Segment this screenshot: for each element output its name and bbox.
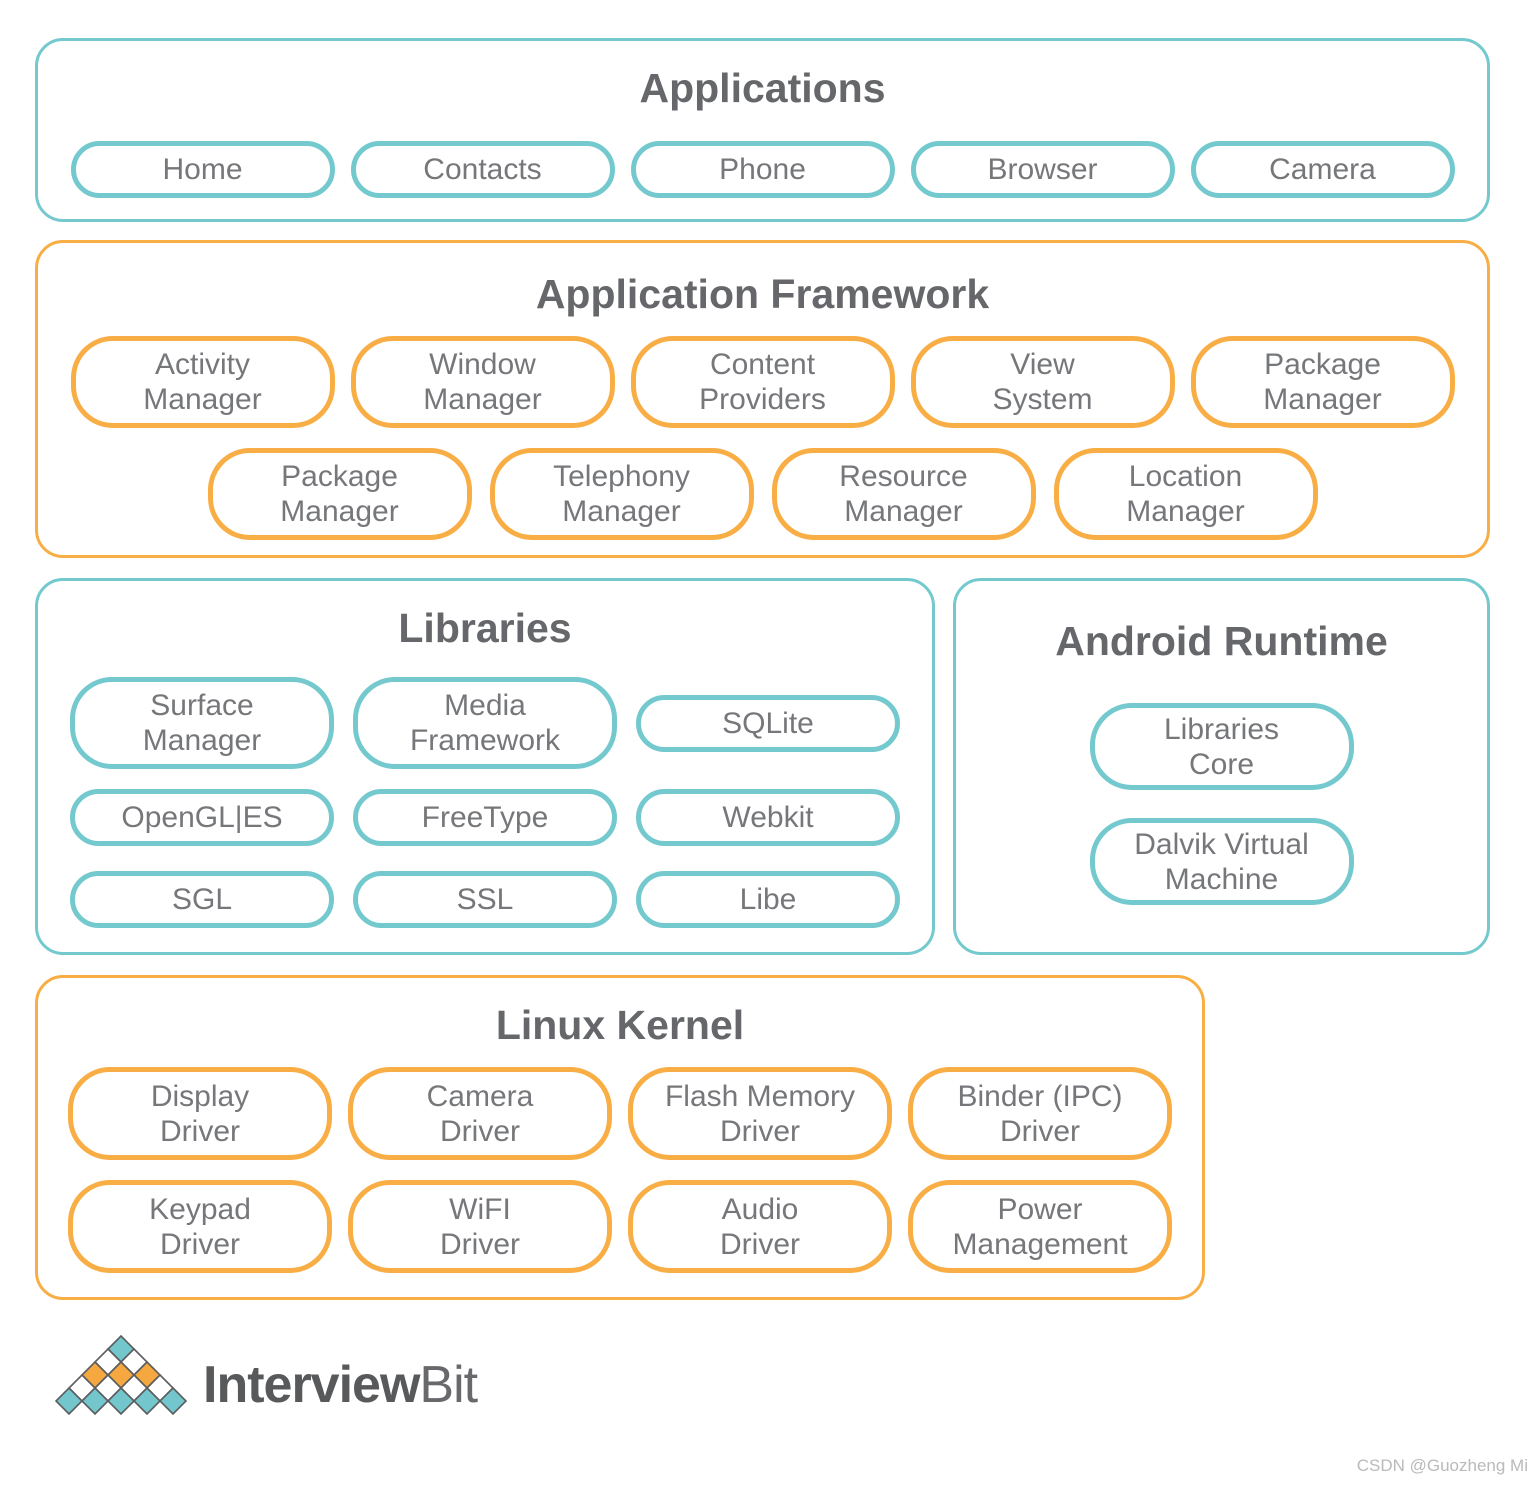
applications-pill-row: Home Contacts Phone Browser Camera [38, 141, 1487, 198]
libraries-row-2: OpenGL|ES FreeType Webkit [38, 789, 932, 846]
pill-contacts: Contacts [350, 141, 615, 198]
pill-sqlite: SQLite [636, 694, 900, 752]
applications-title: Applications [639, 65, 886, 111]
interviewbit-pyramid-icon [55, 1334, 187, 1416]
pill-browser: Browser [910, 141, 1175, 198]
pill-phone-label: Phone [719, 153, 806, 186]
interviewbit-wordmark: InterviewBit [203, 1355, 478, 1415]
interviewbit-logo: InterviewBit [55, 1333, 478, 1419]
pill-home-label: Home [162, 153, 243, 186]
pill-home: Home [70, 141, 335, 198]
brand-bold: Interview [203, 1356, 420, 1414]
pill-phone: Phone [630, 141, 895, 198]
pill-webkit: Webkit [636, 789, 900, 846]
pill-binder-ipc-driver: Binder (IPC)Driver [908, 1067, 1172, 1160]
application-framework-title: Application Framework [535, 271, 990, 317]
libraries-title: Libraries [398, 605, 572, 651]
pill-camera: Camera [1190, 141, 1455, 198]
pill-libe: Libe [636, 871, 900, 928]
libraries-row-3: SGL SSL Libe [38, 871, 932, 928]
pill-sgl: SGL [70, 871, 334, 928]
linux-kernel-title: Linux Kernel [495, 1002, 745, 1048]
csdn-watermark: CSDN @Guozheng Mi [1356, 1456, 1528, 1475]
pill-freetype: FreeType [353, 789, 617, 846]
pill-contacts-label: Contacts [423, 153, 542, 186]
pill-browser-label: Browser [987, 153, 1098, 186]
brand-light: Bit [419, 1356, 478, 1414]
android-runtime-title: Android Runtime [1055, 618, 1388, 664]
pill-camera-label: Camera [1269, 153, 1376, 186]
pill-ssl: SSL [353, 871, 617, 928]
pill-opengl-es: OpenGL|ES [70, 789, 334, 846]
applications-section: Applications Home Contacts Phone Browser… [35, 38, 1490, 222]
